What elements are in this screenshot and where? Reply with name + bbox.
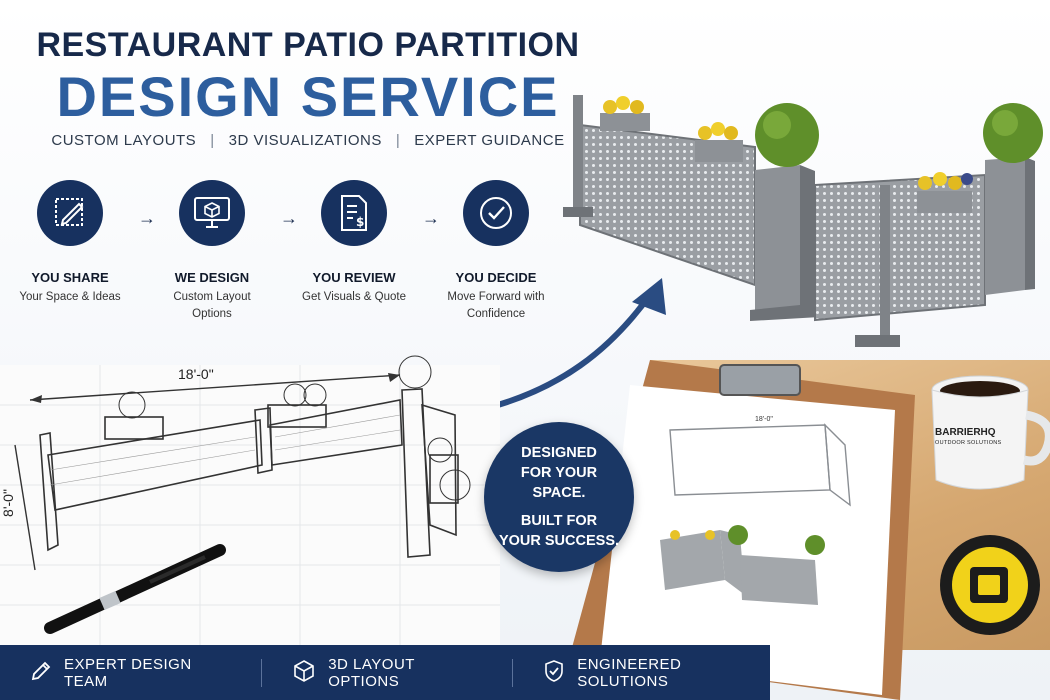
- mug-tagline: OUTDOOR SOLUTIONS: [935, 440, 1002, 446]
- footer-divider: [261, 658, 263, 687]
- feature-expert-guidance: EXPERT GUIDANCE: [414, 132, 565, 149]
- footer-item-3d-layouts: 3D LAYOUT OPTIONS: [262, 656, 484, 690]
- mug-brand: BARRIERHQ: [935, 427, 996, 438]
- pencil-icon: [30, 660, 52, 686]
- monitor-cube-icon: [179, 180, 245, 246]
- clipboard-dimension-label: 18'-0": [755, 416, 773, 423]
- step-you-share: YOU SHARE Your Space & Ideas: [10, 180, 130, 306]
- partition-render-image: [563, 95, 1043, 347]
- feature-3d-visualizations: 3D VISUALIZATIONS: [228, 132, 382, 149]
- quote-document-icon: $: [321, 180, 387, 246]
- coffee-mug-image: [931, 375, 1050, 490]
- feature-custom-layouts: CUSTOM LAYOUTS: [51, 132, 197, 149]
- step-title: WE DESIGN: [174, 270, 250, 285]
- process-steps: YOU SHARE Your Space & Ideas → WE DESIGN…: [10, 180, 590, 340]
- step-you-review: $ YOU REVIEW Get Visuals & Quote: [294, 180, 414, 306]
- badge-line: BUILT FOR: [520, 513, 598, 529]
- footer-item-design-team: EXPERT DESIGN TEAM: [0, 656, 233, 690]
- arrow-right-icon: →: [422, 208, 440, 228]
- footer-label: ENGINEERED SOLUTIONS: [577, 655, 682, 690]
- clipboard-image: [570, 360, 915, 700]
- step-description: Custom Layout Options: [173, 291, 251, 320]
- blueprint-sketch-image: [0, 355, 500, 645]
- footer-item-engineered: ENGINEERED SOLUTIONS: [513, 656, 770, 690]
- mug-logo: BARRIERHQ OUTDOOR SOLUTIONS: [935, 427, 1015, 449]
- tagline-badge: DESIGNED FOR YOUR SPACE. BUILT FOR YOUR …: [484, 422, 634, 572]
- feature-separator: |: [395, 132, 401, 149]
- shield-check-icon: [543, 659, 565, 687]
- footer-bar: EXPERT DESIGN TEAM 3D LAYOUT OPTIONS ENG…: [0, 645, 770, 700]
- page-title-line2: DESIGN SERVICE: [56, 65, 560, 128]
- page-title-line1: RESTAURANT PATIO PARTITION: [36, 26, 580, 64]
- checkmark-circle-icon: [463, 180, 529, 246]
- pen-image: [44, 544, 226, 634]
- badge-line: DESIGNED: [521, 445, 597, 461]
- badge-line: YOUR SUCCESS.: [498, 533, 620, 549]
- pencil-sketch-icon: [37, 180, 103, 246]
- step-title: YOU REVIEW: [312, 270, 396, 285]
- step-description: Get Visuals & Quote: [302, 291, 406, 303]
- feature-list: CUSTOM LAYOUTS | 3D VISUALIZATIONS | EXP…: [28, 132, 588, 149]
- cube-icon: [292, 659, 316, 687]
- feature-separator: |: [210, 132, 215, 149]
- footer-label: 3D LAYOUT OPTIONS: [328, 655, 415, 690]
- footer-label: EXPERT DESIGN TEAM: [64, 655, 192, 690]
- step-title: YOU DECIDE: [455, 270, 537, 285]
- sketch-depth-label: 8'-0": [0, 489, 16, 517]
- sketch-width-label: 18'-0": [178, 366, 214, 382]
- badge-line: SPACE.: [532, 485, 586, 501]
- step-description: Your Space & Ideas: [19, 291, 121, 303]
- arrow-right-icon: →: [280, 208, 298, 228]
- footer-divider: [512, 658, 514, 687]
- svg-text:$: $: [356, 215, 364, 229]
- step-we-design: WE DESIGN Custom Layout Options: [152, 180, 272, 323]
- badge-line: FOR YOUR: [520, 465, 598, 481]
- step-you-decide: YOU DECIDE Move Forward with Confidence: [436, 180, 556, 323]
- curved-arrow-icon: [477, 278, 666, 413]
- arrow-right-icon: →: [138, 208, 156, 228]
- tape-measure-image: [940, 535, 1040, 635]
- step-title: YOU SHARE: [31, 270, 109, 285]
- step-description: Move Forward with Confidence: [447, 291, 545, 320]
